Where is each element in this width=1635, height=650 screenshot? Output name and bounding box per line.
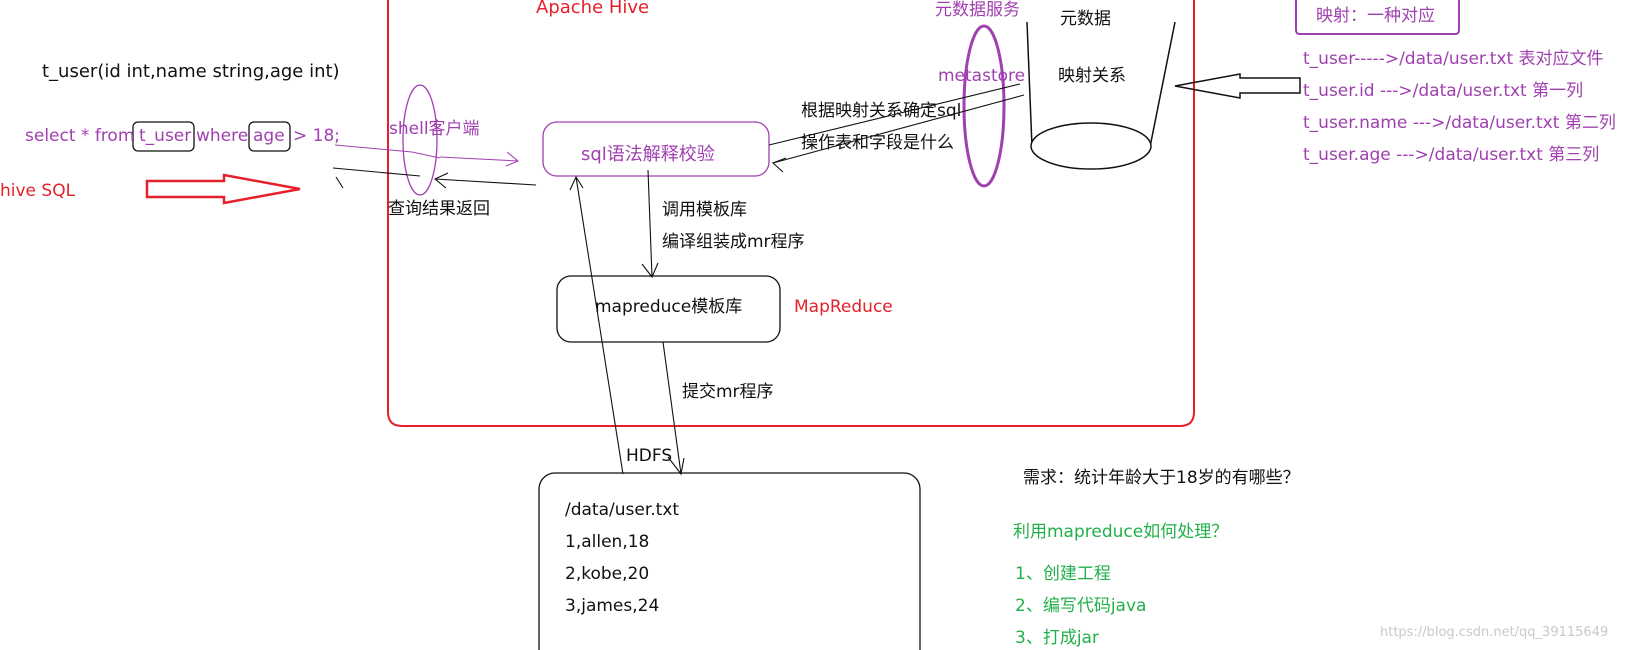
sql-condition: > 18; xyxy=(293,126,341,146)
step-item: 3、打成jar xyxy=(1015,628,1099,648)
flow-arrows xyxy=(332,83,1025,476)
mapping-arrow xyxy=(1174,73,1301,99)
confirm-sql-line2: 操作表和字段是什么 xyxy=(801,133,954,153)
mapping-line: t_user.id --->/data/user.txt 第一列 xyxy=(1303,81,1584,101)
hdfs-file-row: 1,allen,18 xyxy=(565,532,650,552)
purple-flow-arrows xyxy=(334,144,519,167)
step-item: 2、编写代码java xyxy=(1015,596,1147,616)
mapreduce-label: MapReduce xyxy=(794,297,893,317)
how-mapreduce-text: 利用mapreduce如何处理？ xyxy=(1013,522,1229,542)
mapping-line: t_user----->/data/user.txt 表对应文件 xyxy=(1303,49,1604,69)
hive-sql-arrow xyxy=(145,173,301,205)
sql-parser-label: sql语法解释校验 xyxy=(581,144,715,165)
hdfs-file-path: /data/user.txt xyxy=(565,500,680,520)
sql-column-token: age xyxy=(253,126,285,146)
apache-hive-title: Apache Hive xyxy=(536,0,650,18)
metadata-database xyxy=(1026,21,1176,170)
submit-mr-label: 提交mr程序 xyxy=(682,382,774,402)
mapping-note-title: 映射：一种对应 xyxy=(1316,6,1435,26)
mapping-note-box xyxy=(1295,0,1460,35)
metastore-ellipse xyxy=(962,24,1006,188)
sql-select: select * from xyxy=(25,126,135,146)
hdfs-box xyxy=(538,472,921,650)
db-mapping-label: 映射关系 xyxy=(1058,66,1126,86)
step-item: 1、创建工程 xyxy=(1015,564,1111,584)
mapping-line: t_user.age --->/data/user.txt 第三列 xyxy=(1303,145,1600,165)
requirement-text: 需求：统计年龄大于18岁的有哪些？ xyxy=(1023,468,1300,488)
shell-client-label: shell客户端 xyxy=(389,119,480,139)
db-top-label: 元数据 xyxy=(1060,9,1111,29)
sql-table-token: t_user xyxy=(139,126,192,146)
compile-mr-label: 编译组装成mr程序 xyxy=(662,232,805,252)
table-definition: t_user(id int,name string,age int) xyxy=(42,61,340,82)
hdfs-file-row: 3,james,24 xyxy=(565,596,660,616)
t-user-token-box xyxy=(132,121,195,152)
metadata-service-label: 元数据服务 xyxy=(935,0,1020,20)
hdfs-label: HDFS xyxy=(626,446,673,466)
confirm-sql-line1: 根据映射关系确定sql xyxy=(801,101,962,121)
metastore-label: metastore xyxy=(938,66,1026,86)
call-template-label: 调用模板库 xyxy=(662,200,747,220)
query-result-label: 查询结果返回 xyxy=(388,199,490,219)
mapreduce-template-box xyxy=(556,275,781,343)
mapping-line: t_user.name --->/data/user.txt 第二列 xyxy=(1303,113,1616,133)
sql-where: where xyxy=(196,126,249,146)
hive-sql-label: hive SQL xyxy=(0,181,76,201)
shell-client-ellipse xyxy=(402,84,438,196)
mapreduce-template-label: mapreduce模板库 xyxy=(595,297,743,317)
hdfs-file-row: 2,kobe,20 xyxy=(565,564,650,584)
apache-hive-box xyxy=(387,0,1195,427)
watermark: https://blog.csdn.net/qq_39115649 xyxy=(1380,625,1609,640)
sql-parser-box xyxy=(542,121,770,177)
age-token-box xyxy=(248,121,291,152)
